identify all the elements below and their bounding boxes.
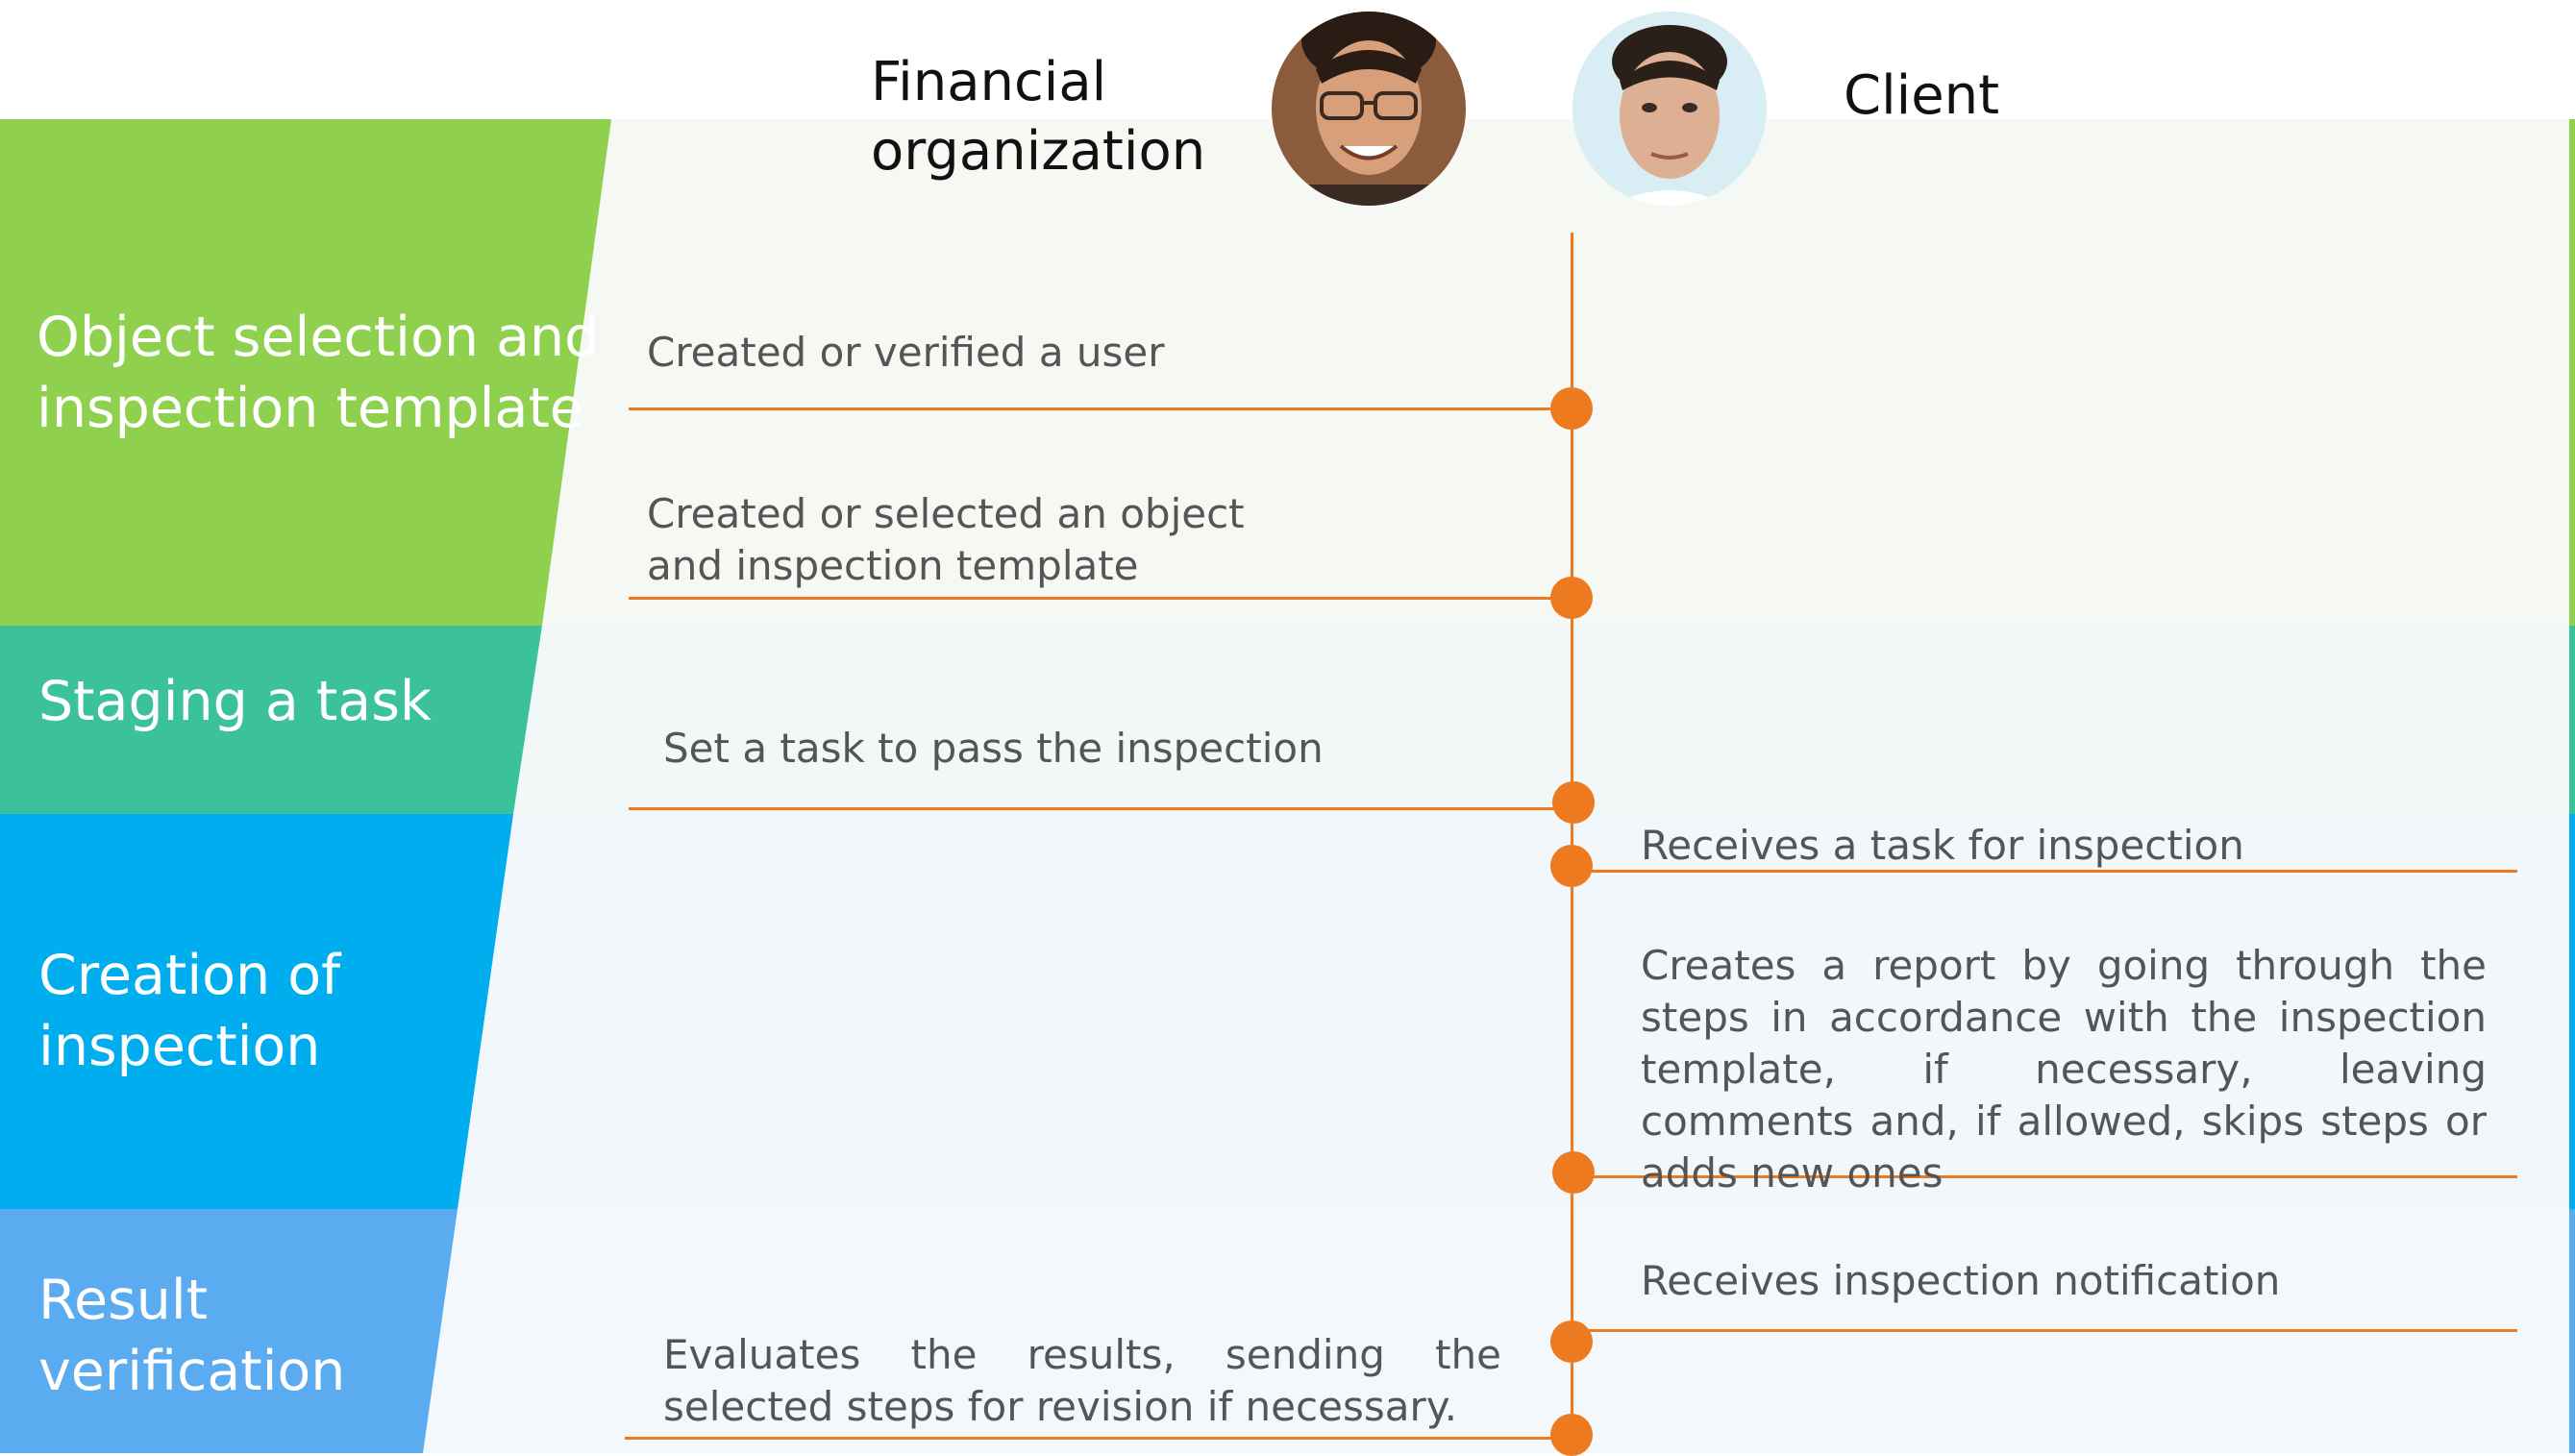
lane-shape-object-selection [0,119,611,626]
connector-line-set-task [629,807,1571,810]
client-title: Client [1844,64,2000,127]
lane-edge-creation [2569,814,2575,1209]
step-receives-notification: Receives inspection notification [1641,1257,2281,1304]
connector-line-created-object [629,597,1571,600]
step-created-user: Created or verified a user [647,329,1165,376]
step-receives-task: Receives a task for inspection [1641,822,2244,869]
connector-line-receives-task [1572,870,2517,873]
step-evaluates: Evaluates the results, sending the selec… [663,1331,1501,1430]
client-avatar-icon [1572,12,1767,206]
timeline-vertical-line [1571,233,1573,1453]
timeline-dot-receives-notification [1550,1320,1593,1363]
lane-shape-creation [0,814,513,1209]
financial-avatar-icon [1272,12,1466,206]
lane-shapes [0,119,611,1453]
lane-label-verification: Result verification [38,1269,346,1403]
lane-edge-object-selection [2569,119,2575,626]
step-created-object: Created or selected an object and inspec… [647,490,1245,589]
step-creates-report: Creates a report by going through the st… [1641,942,2487,1197]
timeline-dot-created-object [1550,577,1593,619]
lane-shape-verification [0,1209,458,1453]
timeline-dot-evaluates [1550,1414,1593,1456]
lane-edge-staging [2569,626,2575,814]
step-set-task: Set a task to pass the inspection [663,725,1324,772]
connector-line-evaluates [625,1437,1571,1440]
timeline-dot-receives-task [1550,845,1593,887]
timeline-dot-set-task [1552,781,1595,824]
timeline-dot-creates-report [1552,1151,1595,1194]
lane-edge-verification [2569,1209,2575,1453]
connector-line-creates-report [1572,1175,2517,1178]
lane-label-object-selection: Object selection and inspection template [37,306,600,440]
financial-organization-title: Financial organization [871,51,1206,183]
lane-label-creation: Creation of inspection [38,944,341,1078]
lane-label-staging: Staging a task [38,670,432,733]
connector-line-receives-notification [1572,1329,2517,1332]
connector-line-created-user [629,407,1571,410]
timeline-dot-created-user [1550,387,1593,430]
lane-shape-staging [0,626,542,814]
